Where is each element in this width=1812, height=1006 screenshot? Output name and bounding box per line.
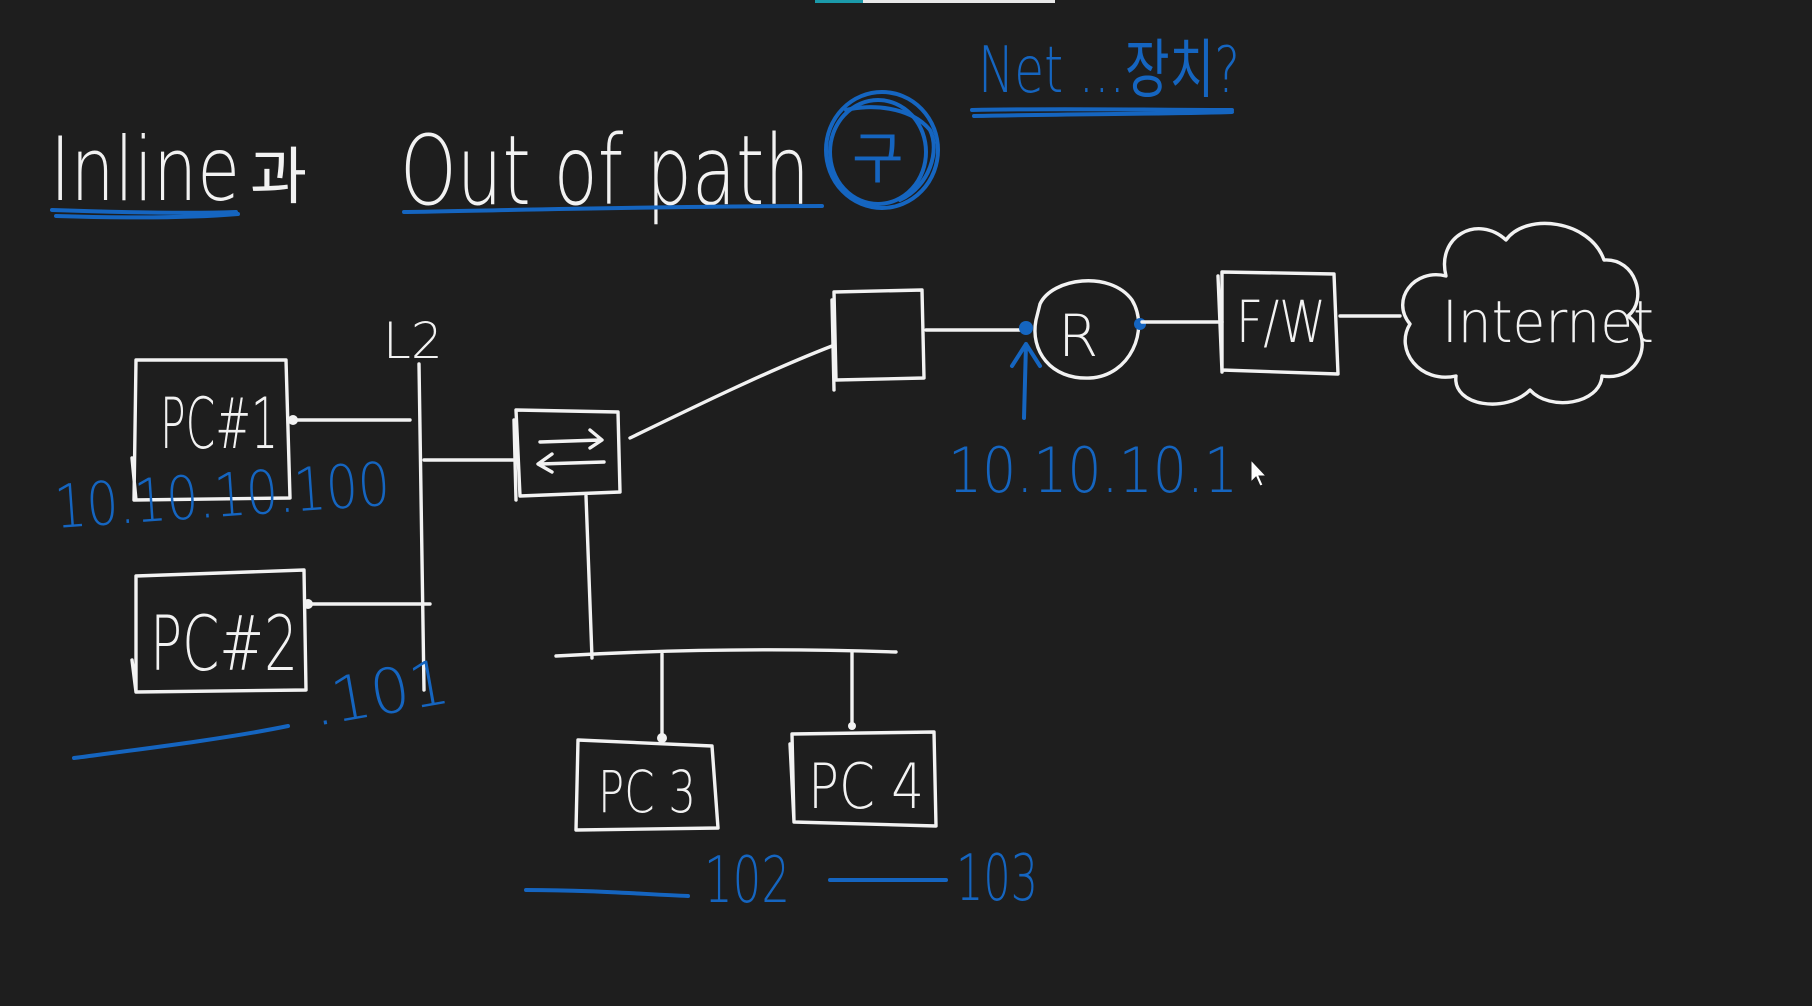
internet-label: Internet (1442, 288, 1654, 356)
router-node: R (1019, 279, 1146, 380)
net-device-note: Net ...장치? (978, 34, 1240, 108)
outofpath-underline (402, 204, 824, 214)
inline-heading: Inline (50, 118, 240, 221)
l2-bus (417, 362, 426, 692)
pc4-node: PC 4 (788, 730, 938, 828)
up-arrow-icon (1010, 342, 1042, 420)
pc2-node: PC#2 (130, 568, 432, 694)
circled-note-text: 구 (852, 127, 904, 192)
firewall-label: F/W (1236, 288, 1326, 356)
upstream-box-node (830, 288, 926, 392)
inline-underline (50, 208, 240, 220)
pc1-node: PC#1 (130, 358, 412, 502)
pc4-label: PC 4 (808, 750, 924, 823)
pc1-label: PC#1 (160, 383, 278, 465)
net-note-underline (970, 107, 1234, 118)
mouse-cursor-icon (1250, 458, 1268, 487)
gateway-address: 10.10.10.1 (948, 434, 1238, 507)
inline-suffix: 과 (250, 140, 307, 213)
switch-arrows-icon (536, 428, 606, 474)
pc2-address: .101 (306, 645, 455, 741)
pc3-label: PC 3 (598, 758, 696, 826)
pc1-address: 10.10.10.100 (52, 450, 392, 543)
hub-box-link (628, 344, 834, 440)
distribution-bus (554, 648, 898, 658)
internet-node: Internet (1401, 221, 1654, 406)
pc2-label: PC#2 (150, 599, 298, 688)
pc3-address-underline (524, 888, 690, 898)
pc4-address: 103 (956, 842, 1038, 916)
l2-label: L2 (383, 312, 443, 370)
pc2-address-underline (72, 724, 290, 760)
window-tab-strip (815, 0, 1055, 3)
circled-note: 구 (824, 90, 940, 210)
active-tab-indicator (815, 0, 863, 3)
pc3-node: PC 3 (574, 738, 720, 832)
hub-node (512, 408, 622, 502)
firewall-node: F/W (1216, 270, 1340, 376)
cloud-icon (1401, 221, 1644, 406)
hub-drop-link (584, 494, 594, 660)
router-label: R (1058, 302, 1098, 370)
pc3-address: 102 (704, 844, 790, 918)
